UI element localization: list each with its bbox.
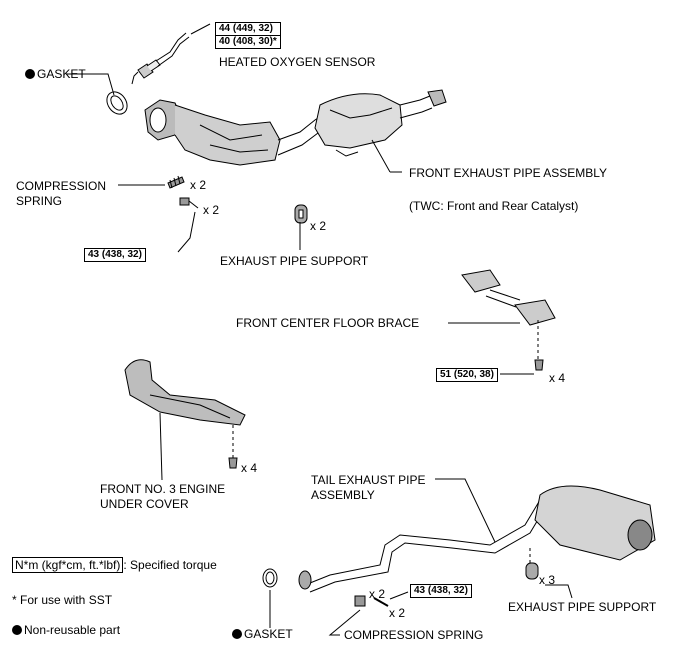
label-gasket-bottom: GASKET [232,627,293,641]
qty-bolt-top: x 2 [203,203,220,217]
non-reusable-dot-icon [232,629,242,639]
label-front-center-floor-brace: FRONT CENTER FLOOR BRACE [236,316,420,330]
exhaust-support-bottom-part [525,548,539,580]
torque-oxygen-sensor: 44 (449, 32) 40 (408, 30)* [215,22,281,49]
legend-non-reusable: Non-reusable part [12,623,120,637]
non-reusable-dot-icon [12,625,22,635]
spring-bottom-part [354,595,389,607]
exhaust-support-top-part [294,204,308,224]
label-tail-pipe-l1: TAIL EXHAUST PIPE [311,473,426,487]
torque-tail-spring-bolt: 43 (438, 32) [410,584,472,598]
tail-pipe-part [298,485,656,593]
qty-spring-top: x 2 [190,178,207,192]
torque-oxygen-sensor-line1: 44 (449, 32) [219,23,273,34]
qty-brace-bolts: x 4 [549,371,566,385]
label-under-cover-l1: FRONT NO. 3 ENGINE [100,482,226,496]
label-compression-spring-l1: COMPRESSION [16,179,107,193]
legend-torque-desc: : Specified torque [123,558,217,572]
label-compression-spring-bottom: COMPRESSION SPRING [344,628,484,642]
legend-torque: N*m (kgf*cm, ft.*lbf): Specified torque [12,557,217,573]
qty-spring-bottom: x 2 [369,587,386,601]
qty-cover-bolts: x 4 [241,461,258,475]
label-exhaust-pipe-support-bottom: EXHAUST PIPE SUPPORT [508,600,657,614]
label-heated-oxygen-sensor: HEATED OXYGEN SENSOR [219,55,376,69]
qty-bolt-bottom: x 2 [389,606,406,620]
compression-spring-top-part [167,175,185,189]
legend-sst-note: * For use with SST [12,593,113,607]
gasket-top-part [106,91,128,115]
floor-brace-part [461,269,556,360]
gasket-bottom-part [262,568,278,588]
label-gasket-top: GASKET [25,67,86,81]
label-twc-note: (TWC: Front and Rear Catalyst) [409,199,579,213]
non-reusable-dot-icon [25,69,35,79]
cover-bolt-part [228,457,238,469]
label-exhaust-pipe-support-top: EXHAUST PIPE SUPPORT [220,254,369,268]
qty-support-bottom: x 3 [539,573,556,587]
label-gasket-top-text: GASKET [37,67,86,81]
legend-torque-box: N*m (kgf*cm, ft.*lbf) [12,557,124,573]
label-gasket-bottom-text: GASKET [244,627,293,641]
label-under-cover-l2: UNDER COVER [100,497,189,511]
label-compression-spring-l2: SPRING [16,194,63,208]
oxygen-sensor-part [131,32,190,85]
bolt-top-part [179,197,199,209]
torque-brace-bolt: 51 (520, 38) [436,368,498,382]
label-front-exhaust-pipe: FRONT EXHAUST PIPE ASSEMBLY [409,166,608,180]
front-exhaust-pipe-part [144,89,447,166]
qty-support-top: x 2 [310,219,327,233]
torque-spring-bolt: 43 (438, 32) [84,248,146,262]
brace-bolt-part [534,359,544,371]
legend-non-reusable-text: Non-reusable part [24,623,121,637]
torque-oxygen-sensor-line2: 40 (408, 30)* [216,35,280,48]
label-tail-pipe-l2: ASSEMBLY [311,488,375,502]
under-cover-part [124,359,246,458]
